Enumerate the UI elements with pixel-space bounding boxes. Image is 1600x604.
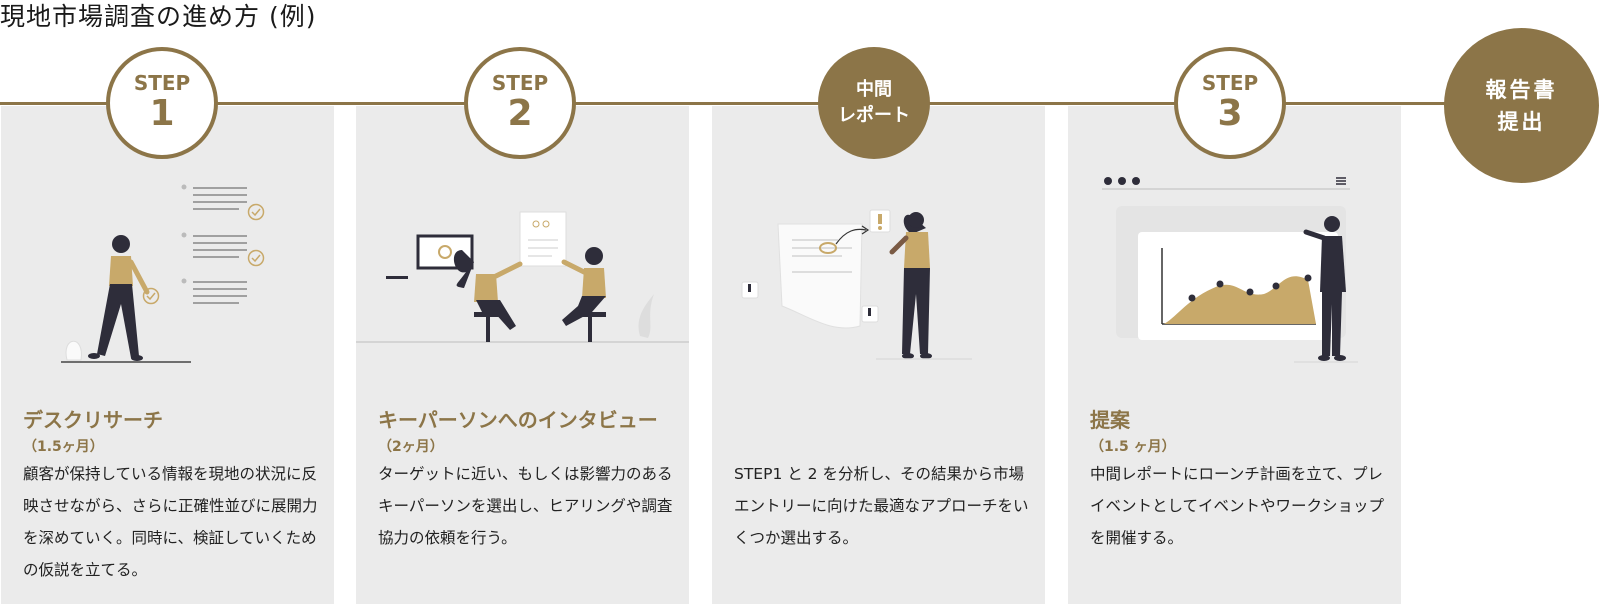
timeline-node-report-submission: 報告書 提出 [1444, 28, 1599, 183]
page-title: 現地市場調査の進め方 (例) [0, 2, 317, 31]
step-description: ターゲットに近い、もしくは影響力のあるキーパーソンを選出し、ヒアリングや調査協力… [378, 465, 673, 547]
node-label: STEP [133, 71, 191, 95]
timeline-node-step-1: STEP 1 [106, 47, 218, 159]
interview-illustration [356, 211, 689, 343]
node-label: レポート [838, 105, 910, 126]
timeline-node-interim-report: 中間 レポート [818, 47, 930, 159]
timeline-connector-line [0, 102, 1500, 105]
step-description: 中間レポートにローンチ計画を立て、プレイベントとしてイベントやワークショップを開… [1090, 465, 1385, 547]
step-panel-2: キーパーソンへのインタビュー （2ヶ月） ターゲットに近い、もしくは影響力のある… [356, 106, 689, 604]
analysis-report-illustration [741, 209, 972, 360]
node-label: STEP [1201, 71, 1259, 95]
step-panel-1: デスクリサーチ （1.5ヶ月） 顧客が保持している情報を現地の状況に反映させなが… [1, 106, 334, 604]
node-number: 2 [507, 93, 533, 134]
node-number: 1 [149, 93, 175, 134]
node-number: 3 [1217, 93, 1243, 134]
checklist-person-illustration [61, 184, 265, 363]
node-label: 報告書 [1485, 77, 1558, 102]
step-duration: （2ヶ月） [378, 439, 444, 455]
step-title: キーパーソンへのインタビュー [378, 408, 658, 432]
step-duration: （1.5ヶ月） [23, 439, 104, 455]
step-panel-3: STEP1 と 2 を分析し、その結果から市場エントリーに向けた最適なアプローチ… [712, 106, 1045, 604]
timeline-node-step-3: STEP 3 [1174, 47, 1286, 159]
step-description: STEP1 と 2 を分析し、その結果から市場エントリーに向けた最適なアプローチ… [734, 465, 1029, 547]
node-label: 中間 [856, 79, 892, 100]
presentation-chart-illustration [1102, 177, 1358, 363]
timeline-node-step-2: STEP 2 [464, 47, 576, 159]
node-label: 提出 [1497, 109, 1546, 134]
step-panel-4: 提案 （1.5 ヶ月） 中間レポートにローンチ計画を立て、プレイベントとしてイベ… [1068, 106, 1401, 604]
step-description: 顧客が保持している情報を現地の状況に反映させながら、さらに正確性並びに展開力を深… [23, 465, 318, 579]
node-label: STEP [491, 71, 549, 95]
step-title: デスクリサーチ [23, 408, 163, 432]
step-duration: （1.5 ヶ月） [1090, 439, 1176, 455]
step-title: 提案 [1090, 408, 1130, 432]
